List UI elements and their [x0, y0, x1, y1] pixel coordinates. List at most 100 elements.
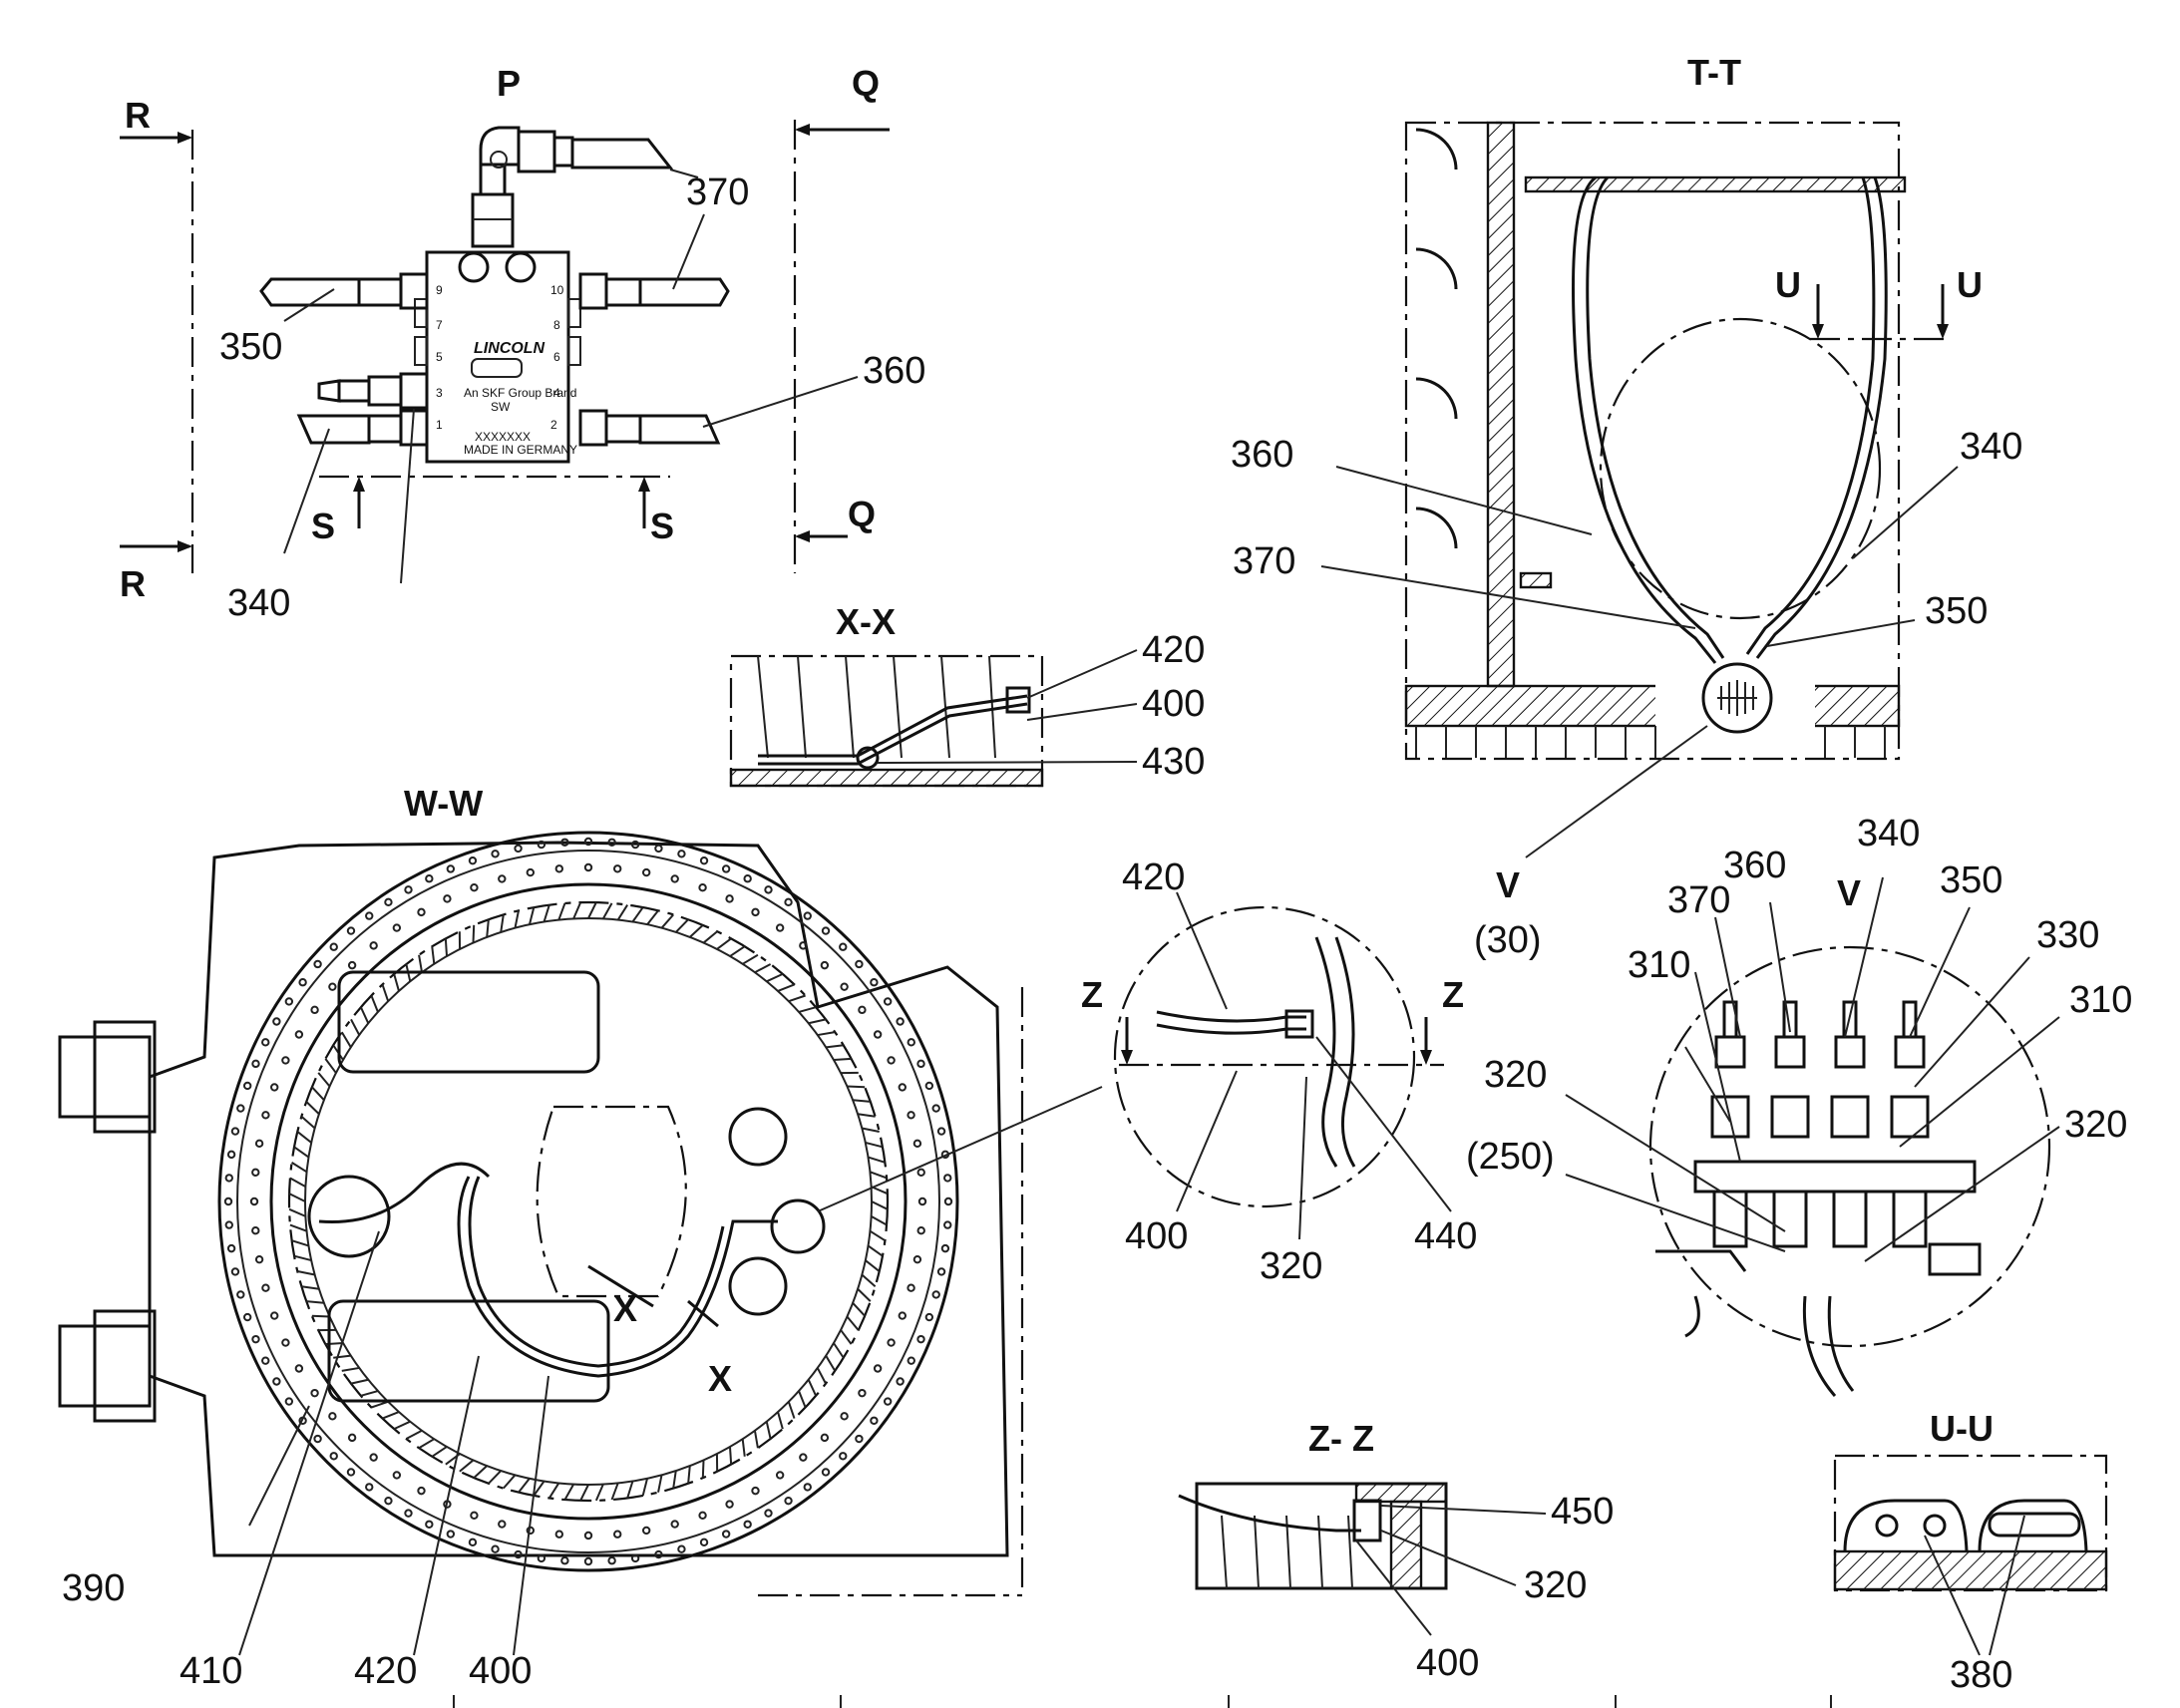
bolt-hole: [491, 850, 500, 858]
gear-tooth: [870, 1171, 888, 1180]
gear-tooth: [610, 1483, 619, 1501]
bolt-hole: [931, 1104, 940, 1113]
gear-tooth: [340, 1031, 352, 1048]
bolt-hole: [699, 1537, 709, 1547]
gear-tooth: [833, 1057, 852, 1061]
detail-z: Z Z 420 400 320 440: [1081, 856, 1477, 1287]
leader-420-xx: [1026, 649, 1138, 699]
detail-label-v: V: [1496, 864, 1520, 905]
bolt-hole: [468, 855, 478, 865]
v-fittings: [1710, 1000, 1930, 1248]
section-label-u-right: U: [1957, 264, 1983, 305]
leader-320-v-left: [1565, 1094, 1786, 1232]
bolt-hole: [498, 874, 507, 883]
section-label-x-bottom: X: [708, 1358, 732, 1399]
z-z-ribs: [1221, 1515, 1353, 1589]
gear-tooth: [689, 924, 704, 938]
gear-tooth: [716, 937, 732, 950]
z-detail-circle: [770, 1198, 826, 1254]
center-opening: [536, 1105, 687, 1298]
bolt-hole: [677, 850, 686, 858]
port-5: 5: [436, 350, 443, 364]
bolt-hole: [404, 1509, 413, 1518]
v-fitting-part: [1894, 1035, 1926, 1069]
bolt-hole: [751, 1486, 760, 1496]
gear-tooth: [306, 1300, 324, 1304]
bolt-hole: [526, 867, 536, 877]
arrowhead-q-top: [795, 124, 810, 136]
hose-410: [318, 1162, 491, 1224]
ref-310-right: 310: [2069, 979, 2132, 1021]
leader-400-z: [1176, 1070, 1238, 1212]
leader-380-right: [1989, 1515, 2025, 1656]
gear-tooth: [853, 1099, 871, 1103]
bolt-hole: [491, 1544, 500, 1553]
bolt-hole: [916, 1334, 925, 1344]
leader-to-z-detail: [817, 1086, 1103, 1212]
gear-tooth: [840, 1329, 853, 1345]
bolt-hole: [329, 1452, 338, 1461]
bolt-hole: [943, 1220, 952, 1229]
section-label-x-x: X-X: [836, 601, 896, 642]
section-label-z-right: Z: [1442, 974, 1464, 1015]
gear-tooth: [293, 1254, 312, 1262]
z-z-top-hatch: [1354, 1482, 1448, 1504]
gear-tooth: [291, 1239, 309, 1247]
leader-420-z: [1176, 891, 1228, 1010]
gear-tooth: [808, 1018, 827, 1025]
bolt-hole: [272, 1377, 281, 1386]
inner-window-bottom: [327, 1299, 610, 1403]
bolt-hole: [310, 1388, 319, 1398]
gear-tooth: [852, 1302, 866, 1317]
t-t-top-plate: [1524, 175, 1907, 193]
right-fittings: [578, 272, 730, 447]
bolt-hole: [803, 1483, 812, 1492]
gear-tooth: [418, 1438, 435, 1450]
gear-tooth: [431, 1446, 448, 1458]
gear-teeth: [288, 901, 889, 1502]
ref-320-z: 320: [1260, 1245, 1322, 1287]
bolt-hole: [887, 1338, 896, 1347]
leader-340: [283, 428, 330, 554]
leader-390: [248, 1405, 310, 1527]
bolt-hole: [654, 844, 663, 854]
bolt-hole: [468, 1537, 478, 1547]
x-x-clamp: [856, 746, 880, 770]
view-z-z: Z- Z 450 320 400: [1178, 1418, 1614, 1684]
bolt-hole: [384, 897, 393, 907]
bolt-hole: [284, 997, 294, 1006]
gear-tooth: [533, 1480, 545, 1497]
gear-tooth: [405, 1429, 423, 1440]
t-t-hose-bundle: [1572, 175, 1888, 664]
v-right-fitting: [1928, 1242, 1982, 1276]
bolt-hole: [916, 1059, 925, 1069]
bolt-hole: [446, 864, 456, 873]
t-t-small-block: [1519, 571, 1553, 589]
section-label-u-u: U-U: [1930, 1408, 1994, 1449]
gear-tooth: [675, 918, 689, 933]
leader-320-z: [1298, 1076, 1307, 1240]
gear-tooth: [418, 954, 424, 973]
v-fitting-part: [1770, 1095, 1810, 1139]
bolt-hole: [261, 1111, 270, 1120]
gear-tooth: [333, 1354, 351, 1359]
section-label-t-t: T-T: [1687, 52, 1741, 93]
housing-outline: [148, 841, 1009, 1557]
x-x-base-hatch: [729, 768, 1044, 788]
ref-250: (250): [1466, 1136, 1555, 1178]
gear-tooth: [572, 901, 582, 919]
view-x-x: X-X 420 400 430: [729, 601, 1205, 788]
bolt-hole: [725, 1500, 734, 1509]
bolt-hole: [272, 1017, 281, 1026]
t-t-connector-detail: [1717, 680, 1757, 716]
port-9: 9: [436, 283, 443, 297]
ref-350-v: 350: [1940, 859, 2002, 901]
gear-ring: [269, 882, 908, 1521]
t-t-frame: [1404, 121, 1901, 761]
bolt-hole: [310, 1005, 319, 1015]
view-p: P R R Q Q S S LINCOLN An SKF Group Brand…: [120, 63, 925, 624]
bolt-hole: [560, 1556, 569, 1565]
gear-tooth: [825, 1355, 837, 1372]
bolt-hole: [677, 1544, 686, 1553]
gear-tooth: [289, 1177, 306, 1189]
